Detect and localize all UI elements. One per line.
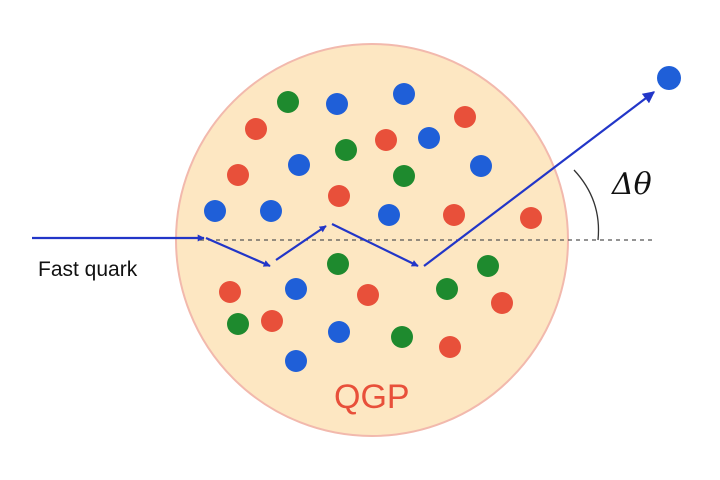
particle-red [227, 164, 249, 186]
scatter-arrow-2 [275, 225, 327, 261]
particle-red [439, 336, 461, 358]
particle-green [393, 165, 415, 187]
deflection-angle-arc [573, 169, 600, 241]
quark-trajectory [32, 91, 655, 268]
qgp-label: QGP [334, 378, 410, 416]
particle-red [357, 284, 379, 306]
particle-blue [285, 278, 307, 300]
particle-blue [288, 154, 310, 176]
outgoing-quark-arrow [423, 91, 655, 267]
fast-quark-label: Fast quark [38, 258, 138, 281]
particle-red [245, 118, 267, 140]
particle-blue [204, 200, 226, 222]
particle-blue [260, 200, 282, 222]
particle-blue [418, 127, 440, 149]
particle-blue [328, 321, 350, 343]
particles [204, 66, 681, 372]
particle-green [391, 326, 413, 348]
particle-blue [326, 93, 348, 115]
particle-blue [470, 155, 492, 177]
scatter-arrow-1 [205, 236, 271, 268]
particle-red [520, 207, 542, 229]
particle-green [477, 255, 499, 277]
particle-blue [378, 204, 400, 226]
particle-blue [657, 66, 681, 90]
particle-green [327, 253, 349, 275]
delta-theta-label: Δθ [611, 167, 652, 202]
particle-green [335, 139, 357, 161]
scatter-arrow-3 [331, 223, 419, 267]
particle-green [277, 91, 299, 113]
particle-red [375, 129, 397, 151]
particle-red [454, 106, 476, 128]
particle-red [328, 185, 350, 207]
particle-red [443, 204, 465, 226]
particle-red [261, 310, 283, 332]
particle-red [491, 292, 513, 314]
particle-green [436, 278, 458, 300]
particle-blue [393, 83, 415, 105]
particle-green [227, 313, 249, 335]
particle-blue [285, 350, 307, 372]
particle-red [219, 281, 241, 303]
